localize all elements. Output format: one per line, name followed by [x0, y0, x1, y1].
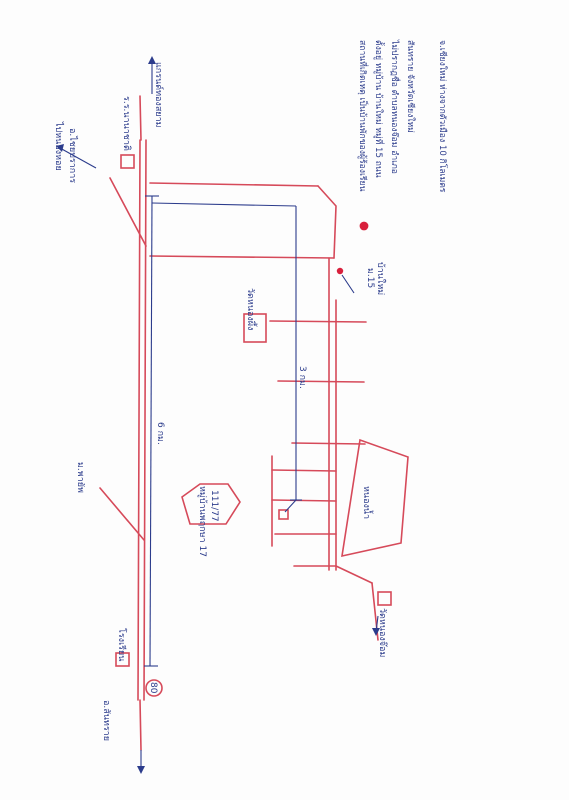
label-house-number: 111/77 — [209, 490, 219, 522]
project-hexagon — [181, 483, 241, 525]
route-connector-line — [151, 202, 297, 207]
soi-3 — [291, 442, 366, 445]
label-wat-nong-phueng: วัดหนองผึ้ง — [245, 288, 258, 330]
temple-bottom-marker — [377, 591, 392, 606]
arrow-northwest — [59, 147, 97, 169]
label-wat-nong-chom: วัดหนองจ๊อม — [377, 608, 388, 657]
upper-road-corner — [317, 185, 337, 259]
main-road-north-extension — [139, 95, 142, 141]
route-house-pointer — [284, 499, 297, 513]
label-village-name: บ้านใหม่ — [375, 262, 386, 295]
temple-mid-marker — [243, 313, 267, 343]
project-block-middle — [271, 499, 337, 502]
main-road-right-line — [143, 139, 147, 701]
note-line-5: จ.เชียงใหม่ ห่างจากตัวเมือง 10 กิโลเมตร — [437, 40, 448, 193]
label-village-code: ม.15 — [365, 268, 375, 288]
arrow-north-head — [148, 56, 156, 64]
note-line-3: ไม่ปรากฏชื่อ ตำบลหนองจ๊อม อำเภอ — [389, 39, 401, 174]
school-bottom-marker — [115, 652, 130, 667]
lower-road-bend — [335, 565, 373, 584]
route-80-circle — [145, 679, 163, 697]
label-to-san-sai: อ.สันทราย — [101, 700, 111, 741]
southwest-branch-road — [99, 487, 145, 541]
soi-1 — [269, 320, 367, 323]
arrow-temple-bottom-head — [372, 628, 380, 636]
note-line-1: สถานที่เกิดเหตุ เป็นบ้านพักของผู้ร้องเรี… — [357, 40, 369, 192]
incident-note: สถานที่เกิดเหตุ เป็นบ้านพักของผู้ร้องเรี… — [357, 39, 448, 193]
label-grand-thong-siam: แกรนด์ทองสยาม — [153, 62, 165, 128]
label-payap-university: ม.พายัพ — [75, 462, 85, 493]
upper-road-bottom-edge — [149, 255, 335, 259]
main-road-left-line — [137, 139, 141, 701]
note-line-2: ตั้งอยู่ หมู่บ้าน บ้านใหม่ หมู่ที่ 15 ถน… — [373, 40, 386, 178]
project-block-top — [271, 469, 337, 472]
note-line-4: สันทราย จังหวัดเชียงใหม่ — [405, 40, 416, 133]
arrow-south-head — [137, 766, 145, 774]
main-road-south-extension — [139, 699, 142, 751]
label-to-chai-prakan: อ.ไชยปราการ — [67, 128, 78, 183]
label-to-nong-hoi: ไปหนองหอย — [53, 121, 64, 171]
label-international-school: ร.ร.นานาชาติ — [121, 96, 132, 151]
soi-2 — [277, 380, 365, 383]
northwest-branch-road — [109, 177, 147, 247]
village-pointer — [341, 274, 355, 294]
arrow-northwest-head — [56, 144, 64, 152]
label-distance-3km: 3 กม. — [297, 366, 307, 389]
house-marker — [278, 509, 289, 520]
school-top-marker — [120, 154, 135, 169]
label-school: โรงเรียน — [116, 628, 127, 661]
legend-dot — [359, 221, 369, 231]
label-lake: หนองน้ำ — [361, 486, 374, 519]
lake-outline — [341, 438, 409, 558]
incident-location-dot — [336, 267, 344, 275]
label-route-80: 80 — [148, 682, 158, 694]
upper-road-top-edge — [149, 182, 319, 187]
label-pruksa-village: หมู่บ้านพฤกษา 17 — [197, 486, 208, 557]
label-distance-6km: 6 กม. — [155, 422, 165, 445]
route-6km-line — [149, 195, 153, 667]
